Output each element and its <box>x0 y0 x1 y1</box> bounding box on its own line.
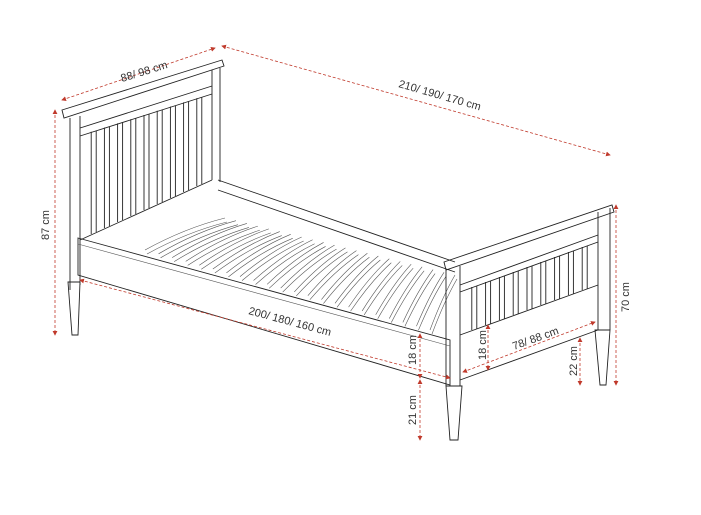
leg-foot-front <box>445 385 463 441</box>
spindle <box>567 251 574 295</box>
spindle <box>526 266 533 310</box>
slat <box>253 239 315 285</box>
spindle <box>581 246 588 290</box>
slat <box>402 269 436 327</box>
label-head-width: 88/ 98 cm <box>119 59 169 85</box>
footboard-left-post <box>445 266 461 386</box>
label-side-rail-height: 18 cm <box>407 335 419 365</box>
spindle <box>540 261 547 305</box>
label-foot-height: 70 cm <box>620 282 632 312</box>
spindle <box>183 101 190 192</box>
label-mattress-width: 78/ 88 cm <box>511 325 561 353</box>
headboard-right-post <box>211 68 221 182</box>
label-overall-length: 210/ 190/ 170 cm <box>397 78 482 113</box>
footboard-spindles <box>471 246 588 330</box>
slat <box>226 234 293 278</box>
slat <box>144 217 228 255</box>
slat <box>212 231 282 274</box>
slat <box>199 228 271 270</box>
slat <box>334 255 381 308</box>
spindle <box>554 256 561 300</box>
label-floor-clearance-side: 21 cm <box>407 395 419 425</box>
slat <box>171 223 249 262</box>
slat <box>429 274 458 335</box>
slat <box>280 244 337 293</box>
spindle <box>485 281 492 325</box>
headboard-spindles <box>90 97 203 234</box>
back-side-rail <box>217 179 456 273</box>
slat <box>239 236 304 281</box>
leg-head-front <box>67 281 81 336</box>
headboard-top-rail <box>79 85 213 137</box>
slat <box>158 220 239 259</box>
spindle <box>512 271 519 315</box>
spindle <box>471 286 478 330</box>
slat <box>361 261 403 316</box>
spindle <box>130 118 137 216</box>
slats <box>144 217 458 335</box>
footboard-right-post <box>597 208 611 330</box>
label-head-height: 87 cm <box>40 210 52 240</box>
spindle <box>90 130 97 234</box>
spindle <box>196 97 203 186</box>
footboard <box>443 204 615 386</box>
spindle <box>156 109 163 204</box>
leg-foot-back <box>594 329 611 386</box>
label-foot-rail-height: 18 cm <box>477 330 489 360</box>
slat <box>266 242 326 289</box>
headboard-left-post <box>69 116 81 290</box>
footboard-top-rail <box>459 234 599 293</box>
slat <box>185 225 260 266</box>
label-floor-clearance-foot: 22 cm <box>568 346 580 376</box>
spindle <box>103 126 110 228</box>
spindle <box>498 276 505 320</box>
spindle <box>169 105 176 198</box>
spindle <box>143 114 150 210</box>
spindle <box>117 122 124 222</box>
dimension-lines <box>52 44 619 441</box>
headboard-bottom-rail <box>79 179 213 241</box>
